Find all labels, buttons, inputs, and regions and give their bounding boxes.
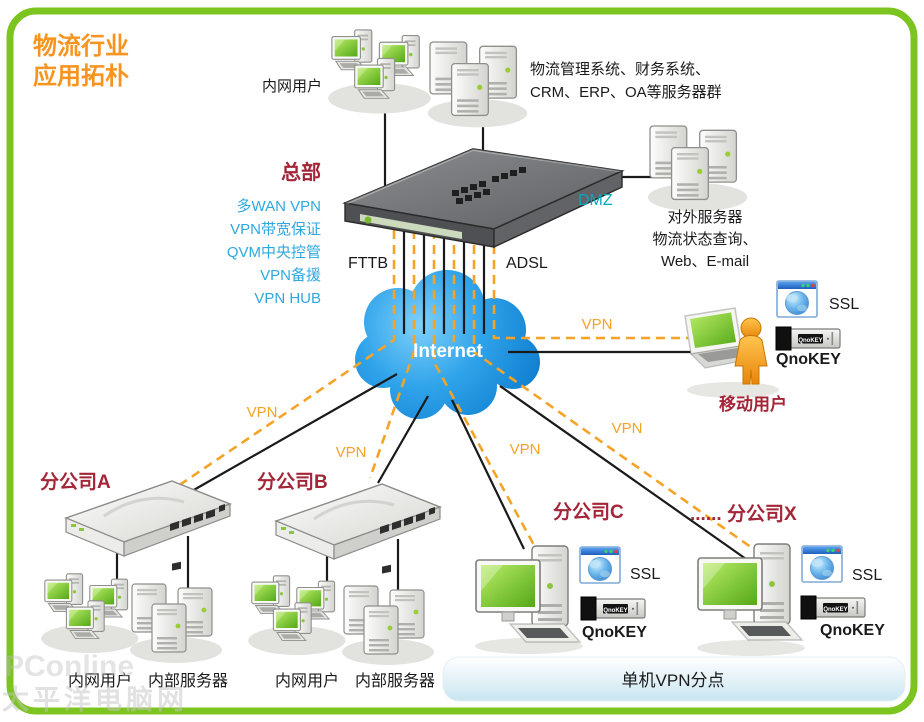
branch-x-ssl-icon (801, 545, 843, 583)
single-vpn-bar (442, 656, 906, 702)
vpn-label-branch-b: VPN (336, 444, 367, 461)
hq-feature-3: QVM中央控管 (227, 244, 321, 261)
branch-x-shadow (697, 640, 805, 656)
branch-x-label: ...... 分公司X (690, 503, 797, 525)
mobile-user-laptop-icon (684, 307, 768, 385)
internet-label: Internet (413, 341, 483, 362)
hq-router (342, 148, 625, 249)
hq-feature-5: VPN HUB (254, 290, 321, 307)
dmz-label: DMZ (578, 192, 613, 209)
hq-feature-2: VPN带宽保证 (230, 221, 321, 238)
dmz-servers-label-line1: 对外服务器 (667, 209, 742, 226)
branch-b-router-icon (274, 482, 442, 576)
branch-b-server-group-icon (342, 586, 434, 665)
branch-a-router-icon (64, 479, 232, 573)
hq-servers-label-line2: CRM、ERP、OA等服务器群 (530, 83, 722, 101)
dmz-server-group-icon (648, 126, 747, 211)
branch-a-server-group-icon (130, 584, 222, 663)
mobile-ssl-label: SSL (829, 296, 859, 313)
branch-x-qnokey-label: QnoKEY (820, 622, 885, 639)
hq-intranet-pc-group-icon (328, 30, 431, 114)
dmz-servers-label-line2: 物流状态查询、 (652, 231, 757, 248)
single-vpn-label: 单机VPN分点 (622, 671, 725, 690)
hq-server-group-icon (428, 42, 527, 127)
branch-b-users-label: 内网用户 (275, 672, 339, 690)
branch-b-servers-label: 内部服务器 (355, 672, 435, 690)
branch-c-label: 分公司C (553, 501, 624, 523)
branch-c-ssl-label: SSL (630, 566, 660, 583)
hq-label: 总部 (281, 160, 321, 184)
branch-c-ssl-icon (579, 546, 621, 584)
mobile-qnokey-label: QnoKEY (776, 351, 841, 368)
hq-feature-1: 多WAN VPN (237, 198, 321, 215)
watermark-line1: PConline (4, 650, 134, 683)
mobile-ssl-icon (776, 280, 818, 318)
branch-c-pc-icon (475, 545, 581, 643)
branch-a-servers-label: 内部服务器 (148, 672, 228, 690)
hq-feature-4: VPN备援 (260, 267, 321, 284)
hq-router-ports (452, 167, 526, 204)
hq-servers-label-line1: 物流管理系统、财务系统、 (530, 61, 710, 78)
vpn-dashed-lines (177, 215, 756, 552)
page-title-line2: 应用拓朴 (33, 62, 129, 90)
adsl-label: ADSL (506, 255, 548, 272)
hq-intranet-users-label: 内网用户 (262, 78, 322, 95)
branch-a-pc-group-icon (41, 574, 138, 653)
mobile-user-shadow (687, 382, 779, 398)
watermark: PConline 太平洋电脑网 (2, 650, 188, 715)
vpn-label-branch-x: VPN (612, 420, 643, 437)
dmz-servers-label-line3: Web、E-mail (661, 253, 749, 270)
branch-x-qnokey-badge-text: QnoKEY (823, 607, 847, 613)
branch-x-ssl-label: SSL (852, 567, 882, 584)
branch-x-pc-icon (697, 543, 803, 641)
fttb-label: FTTB (348, 255, 388, 272)
watermark-line2: 太平洋电脑网 (2, 684, 188, 715)
vpn-label-branch-c: VPN (510, 441, 541, 458)
page-frame-border (6, 7, 918, 715)
branch-b-pc-group-icon (248, 576, 345, 655)
vpn-label-branch-a: VPN (247, 404, 278, 421)
branch-c-qnokey-badge-text: QnoKEY (603, 608, 627, 614)
branch-a-label: 分公司A (40, 471, 111, 493)
branch-c-qnokey-label: QnoKEY (582, 624, 647, 641)
vpn-label-mobile: VPN (582, 316, 613, 333)
mobile-user-label: 移动用户 (719, 394, 787, 414)
mobile-qnokey-badge-text: QnoKEY (798, 338, 822, 344)
page-title-line1: 物流行业 (33, 32, 129, 60)
branch-b-label: 分公司B (257, 471, 328, 493)
branch-a-users-label: 内网用户 (68, 672, 132, 690)
